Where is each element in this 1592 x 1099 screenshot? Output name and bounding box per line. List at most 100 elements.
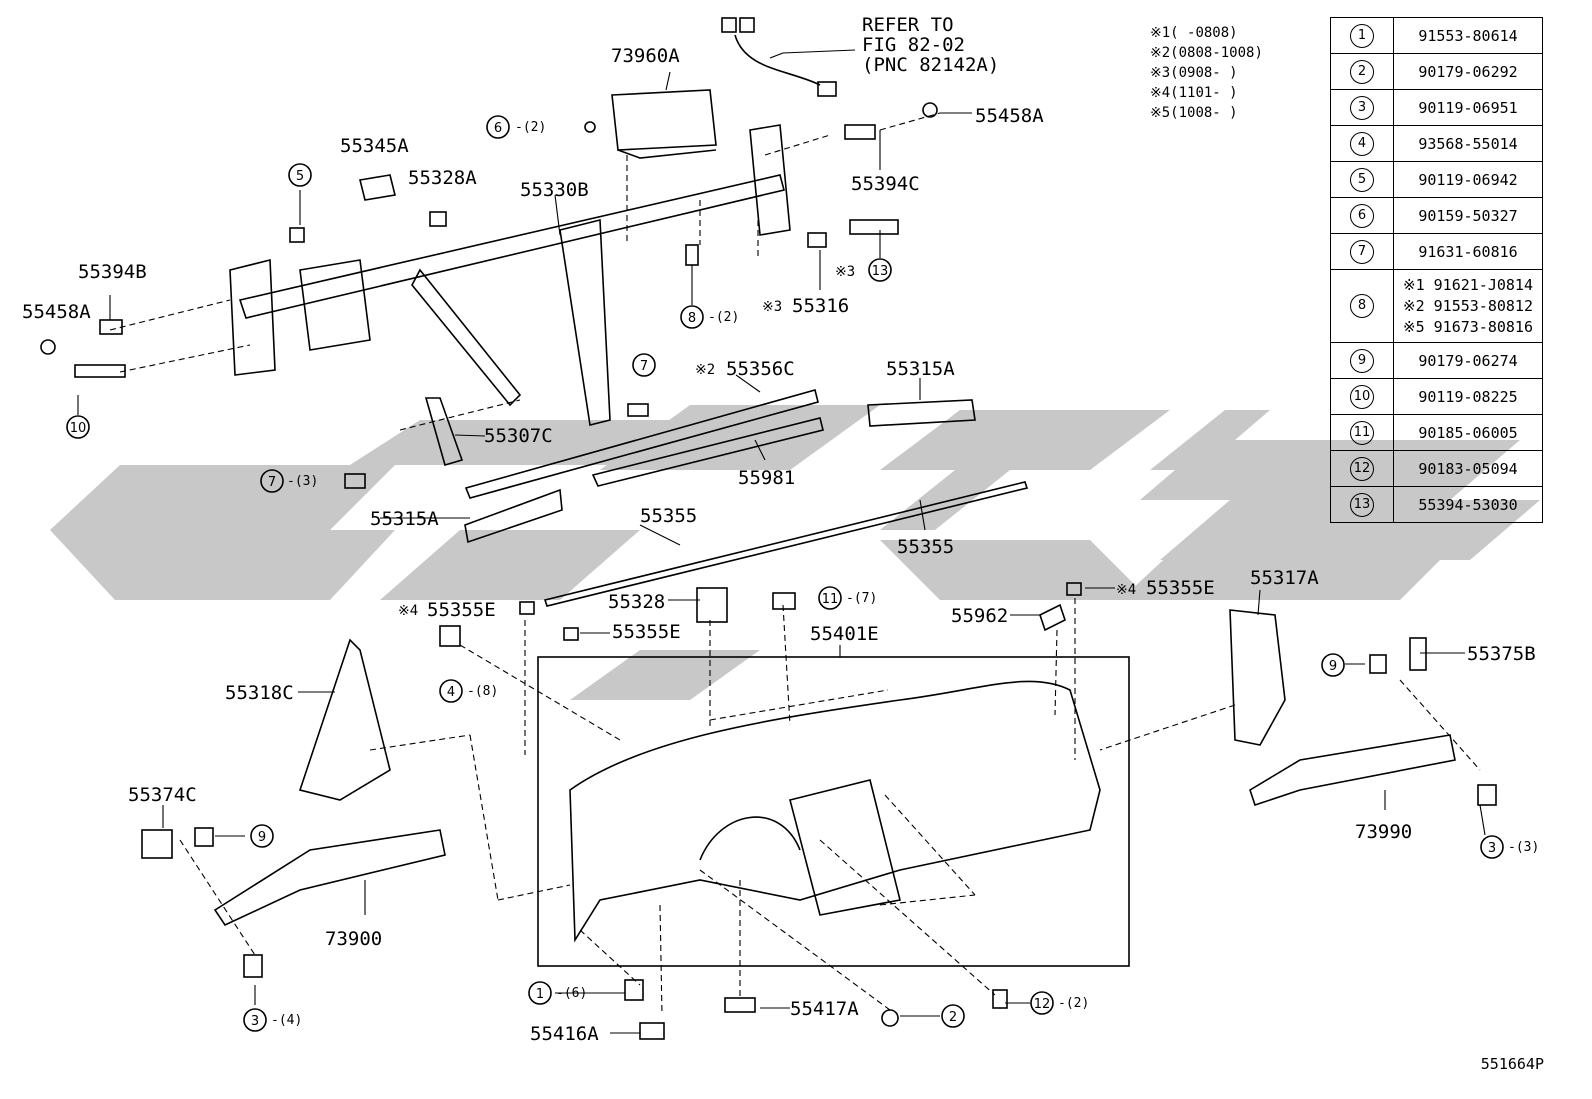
qty-12: -(2) [1058,996,1089,1011]
label-55394B: 55394B [78,261,147,283]
reference-parts-table: 1 91553-80614 2 90179-06292 3 90119-0695… [1330,17,1543,523]
label-55374C: 55374C [128,784,197,806]
qty-4: -(8) [467,684,498,699]
circled-ref-11: 11 [818,586,842,610]
circled-ref-7-top: 7 [632,353,656,377]
table-part-number: 90119-08225 [1393,378,1543,415]
table-row: 7 91631-60816 [1330,233,1543,270]
table-row: 1 91553-80614 [1330,17,1543,54]
figure-id: 551664P [1480,1055,1544,1073]
svg-text:6: 6 [494,121,502,136]
refer-note-line2: FIG 82-02 [862,34,965,56]
label-55458A-right: 55458A [975,105,1044,127]
refer-note-line3: (PNC 82142A) [862,54,999,76]
date-note-2: ※2(0808-1008) [1150,45,1263,61]
svg-text:7: 7 [640,359,648,374]
qty-6: -(2) [515,120,546,135]
label-55328: 55328 [608,591,665,613]
table-part-number: 90179-06292 [1393,53,1543,90]
marker-note-3a: ※3 [835,264,855,280]
label-55318C: 55318C [225,682,294,704]
part-pads-and-strips [424,389,1029,607]
circled-ref-5: 5 [288,163,312,187]
part-airbag-73960A [611,89,717,159]
svg-text:13: 13 [872,264,889,279]
table-ref-number: 12 [1350,456,1374,481]
label-55401E: 55401E [810,623,879,645]
table-row: 10 90119-08225 [1330,378,1543,415]
circled-ref-2: 2 [941,1004,965,1028]
table-part-number: 55394-53030 [1393,486,1543,523]
table-ref-number: 13 [1350,492,1374,517]
instrument-panel-frame [537,656,1130,967]
svg-text:9: 9 [1329,659,1337,674]
part-instrument-panel [569,680,1101,943]
svg-text:10: 10 [70,421,87,436]
circled-ref-1: 1 [528,981,552,1005]
qty-3-left: -(4) [271,1013,302,1028]
label-55355-right: 55355 [897,536,954,558]
table-ref-number: 7 [1350,239,1374,264]
circled-ref-4: 4 [439,679,463,703]
svg-text:3: 3 [1488,841,1496,856]
label-55355-left: 55355 [640,505,697,527]
refer-note-line1: REFER TO [862,14,954,36]
table-part-number: ※5 91673-80816 [1403,317,1533,336]
svg-text:7: 7 [268,475,276,490]
label-55355E-middle: 55355E [612,621,681,643]
svg-text:2: 2 [949,1010,957,1025]
svg-text:3: 3 [251,1014,259,1029]
label-55345A: 55345A [340,135,409,157]
table-row: 5 90119-06942 [1330,161,1543,198]
table-ref-number: 8 [1350,294,1374,318]
part-side-panels [298,609,1286,801]
circled-ref-12: 12 [1030,991,1054,1015]
label-55330B: 55330B [520,179,589,201]
label-55962: 55962 [951,605,1008,627]
label-55328A: 55328A [408,167,477,189]
table-part-number: 90119-06942 [1393,161,1543,198]
svg-text:12: 12 [1034,997,1051,1012]
fasteners [40,102,1497,1040]
leader-lines [77,49,1486,1034]
circled-ref-9-left: 9 [250,824,274,848]
table-ref-number: 10 [1350,384,1374,409]
label-55316: 55316 [792,295,849,317]
table-ref-number: 6 [1350,203,1374,228]
qty-8: -(2) [708,310,739,325]
qty-7: -(3) [287,474,318,489]
table-part-number: 91631-60816 [1393,233,1543,270]
table-part-number: 90119-06951 [1393,89,1543,126]
label-55315A-bottom: 55315A [370,508,439,530]
circled-ref-7-left: 7 [260,469,284,493]
table-row: 3 90119-06951 [1330,89,1543,126]
svg-text:8: 8 [688,311,696,326]
circled-ref-3-right: 3 [1480,835,1504,859]
circled-ref-3-left: 3 [243,1008,267,1032]
circled-ref-9-right: 9 [1321,653,1345,677]
table-row: 6 90159-50327 [1330,197,1543,234]
label-55417A: 55417A [790,998,859,1020]
svg-text:4: 4 [447,685,455,700]
table-part-number: 90183-05094 [1393,450,1543,487]
marker-note-4a: ※4 [398,603,418,619]
watermark-logo [50,405,1540,700]
table-ref-number: 11 [1350,420,1374,445]
table-part-number: 90179-06274 [1393,342,1543,379]
table-part-number: 90159-50327 [1393,197,1543,234]
table-row: 9 90179-06274 [1330,342,1543,379]
table-part-number: 90185-06005 [1393,414,1543,451]
label-55458A-left: 55458A [22,301,91,323]
table-ref-number: 9 [1350,348,1374,373]
qty-1: -(6) [556,986,587,1001]
table-ref-number: 3 [1350,95,1374,120]
date-note-1: ※1( -0808) [1150,25,1238,41]
table-ref-number: 2 [1350,59,1374,84]
table-row: 2 90179-06292 [1330,53,1543,90]
label-55356C: 55356C [726,358,795,380]
table-part-number: 91553-80614 [1393,17,1543,54]
label-73990: 73990 [1355,821,1412,843]
label-73900: 73900 [325,928,382,950]
circled-ref-10: 10 [66,415,90,439]
